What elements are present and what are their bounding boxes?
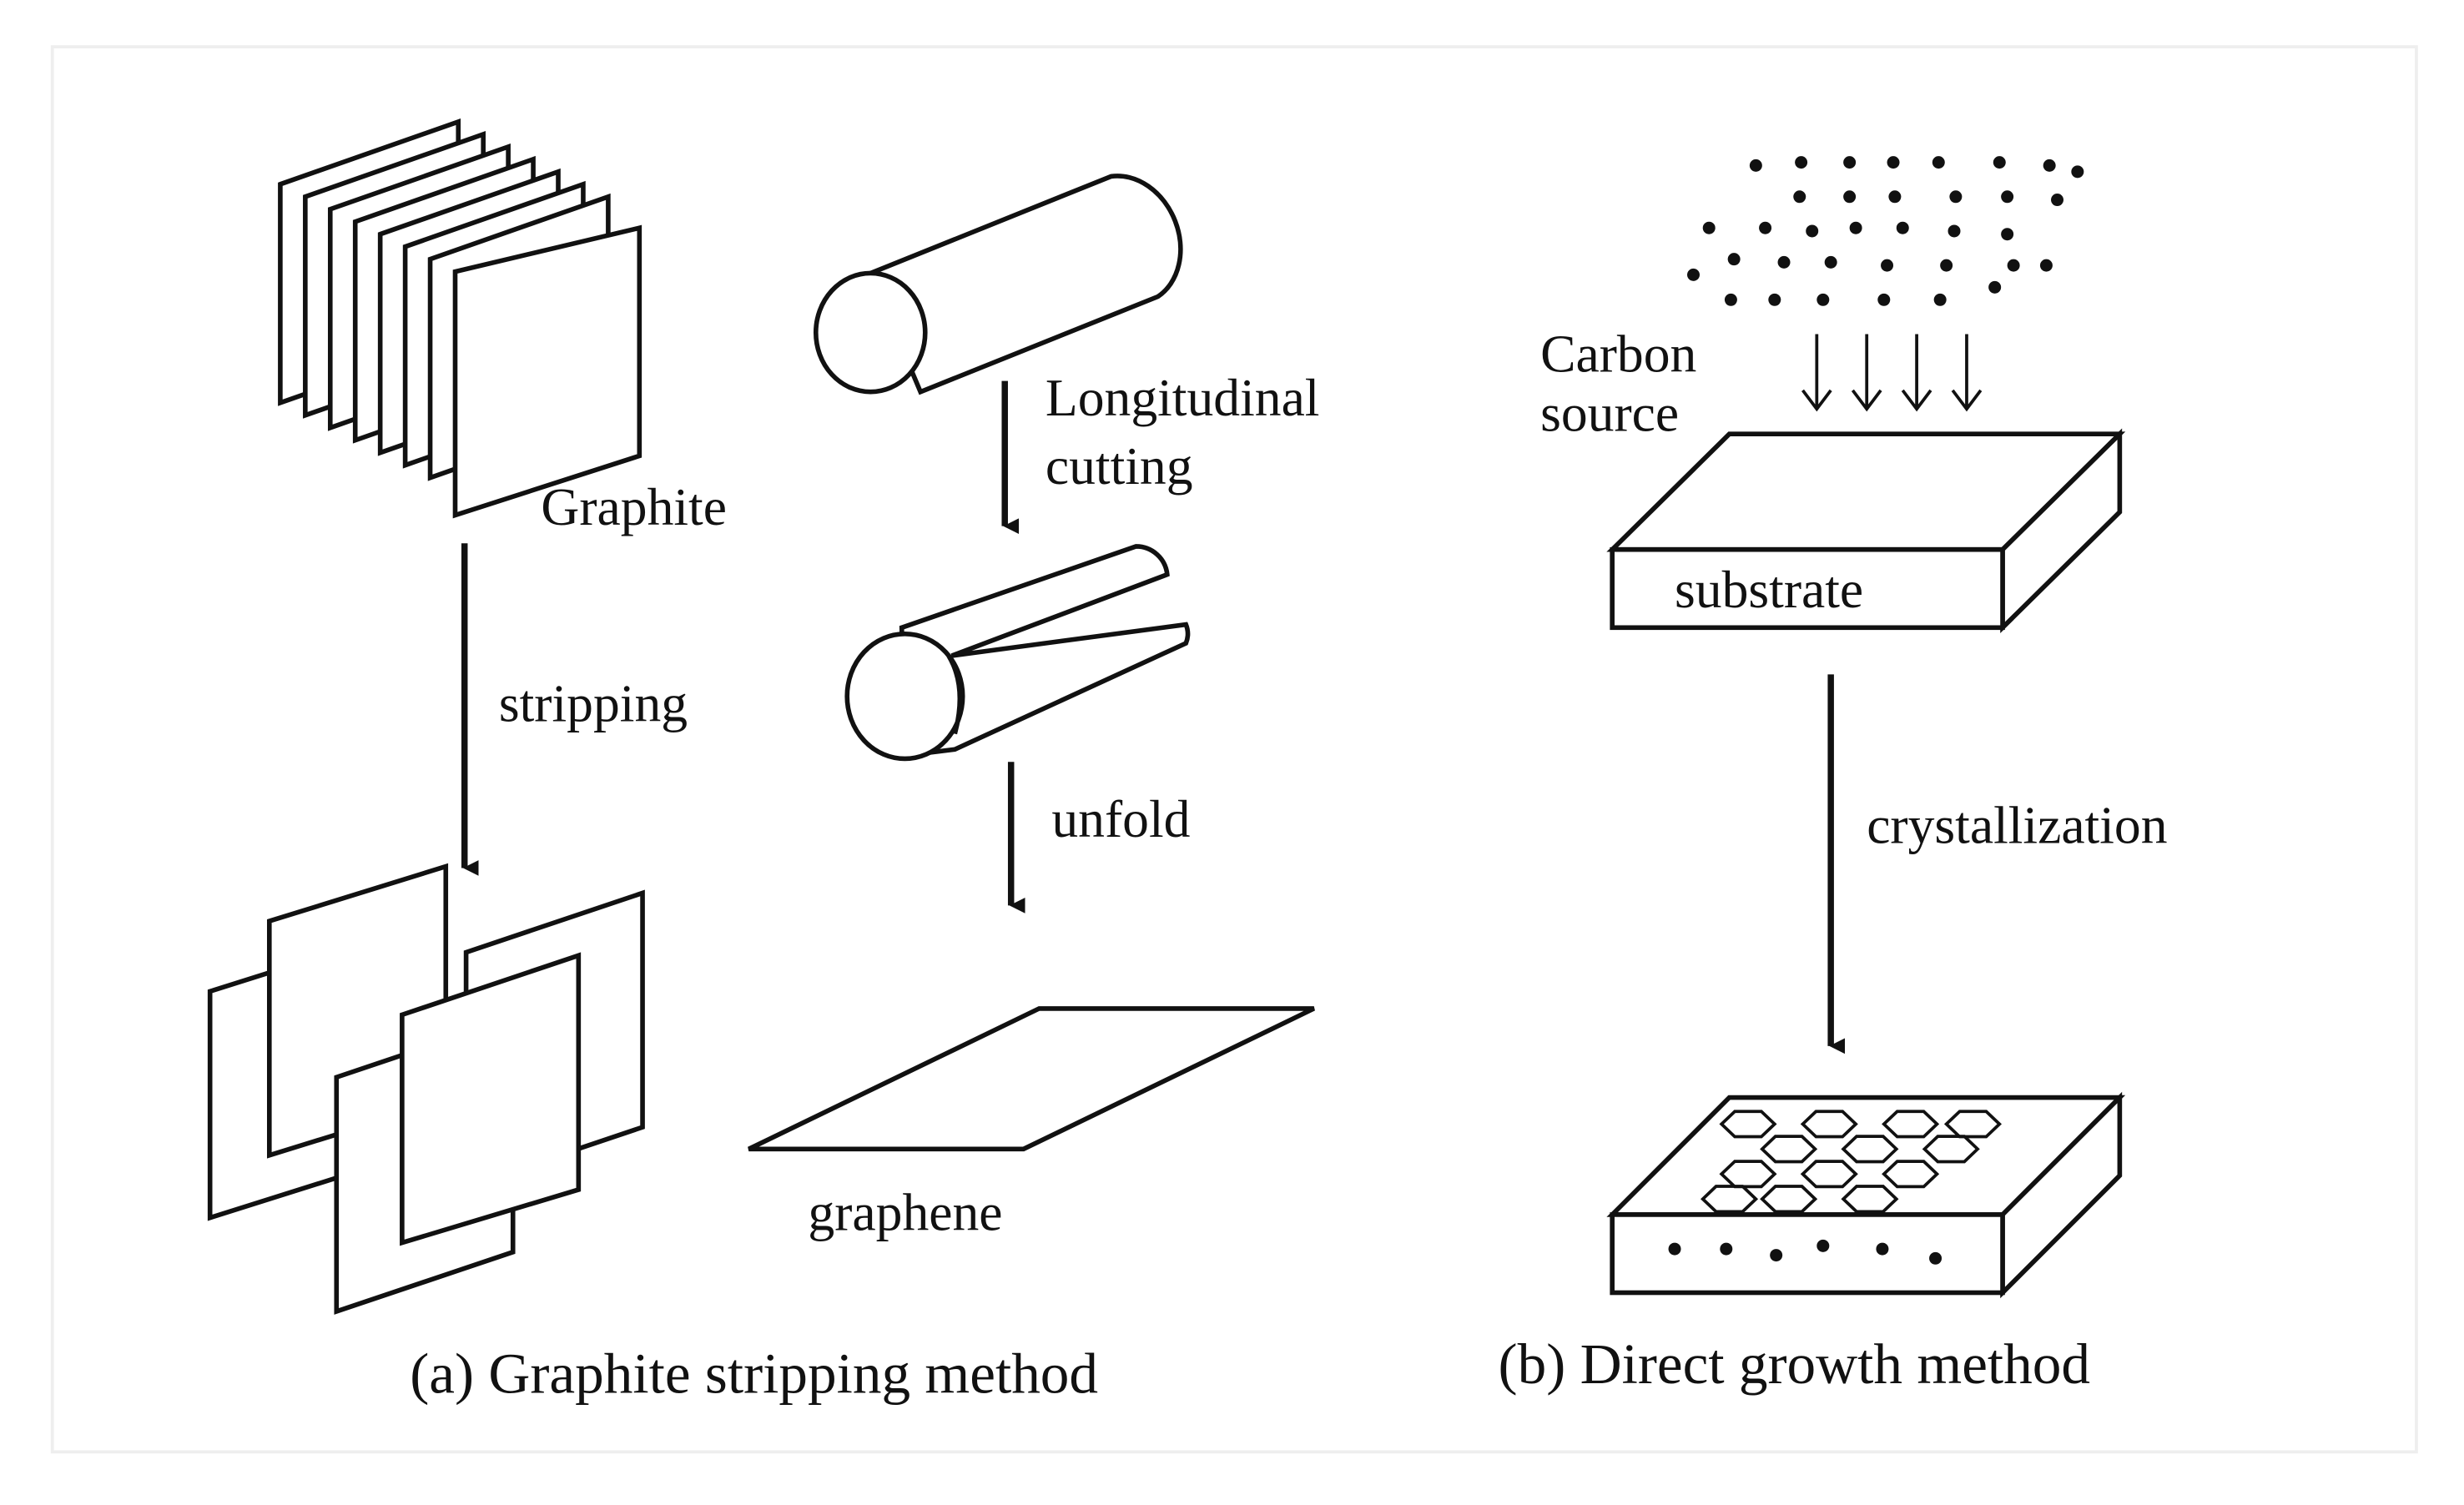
nanotube-cylinder	[813, 174, 1183, 395]
carbon-dot	[1896, 221, 1909, 234]
carbon-dot	[2007, 259, 2020, 272]
longitudinal-label: Longitudinal	[1046, 368, 1320, 427]
carbon-dot	[1988, 280, 2002, 294]
carbon-dot	[1777, 255, 1791, 269]
lattice-hexagon	[1800, 1160, 1858, 1189]
carbon-dot	[1793, 190, 1806, 204]
carbon-dot	[2001, 190, 2014, 204]
carbon-dot	[1933, 293, 1947, 306]
carbon-dot	[1849, 221, 1862, 234]
stripped-sheets	[207, 863, 645, 1315]
lattice-hexagon	[1701, 1185, 1759, 1214]
lattice-hexagon	[1760, 1185, 1818, 1214]
lattice-hexagon	[1719, 1110, 1777, 1139]
lattice-hexagon	[1882, 1110, 1940, 1139]
carbon-dot	[1887, 156, 1900, 169]
carbon-dot	[1806, 224, 1819, 238]
carbon-dot	[1702, 221, 1716, 234]
carbon-source-dots	[1687, 156, 2084, 306]
lattice-hexagon	[1841, 1185, 1899, 1214]
graphite-stack	[278, 118, 642, 519]
carbon-dot	[1932, 156, 1945, 169]
carbon-dot	[1948, 224, 1961, 238]
carbon-label: Carbon	[1540, 324, 1696, 383]
graphene-label: graphene	[808, 1183, 1002, 1242]
carbon-dot	[1888, 190, 1902, 204]
caption-b: (b) Direct growth method	[1499, 1331, 2090, 1396]
carbon-dot	[1759, 221, 1772, 234]
carbon-dot	[1749, 159, 1762, 172]
carbon-dot	[1727, 253, 1741, 266]
substrate-dots	[1668, 1239, 1942, 1265]
graphite-label: Graphite	[541, 477, 727, 536]
lattice-hexagon	[1719, 1160, 1777, 1189]
carbon-dot	[2051, 194, 2064, 207]
carbon-dot	[1768, 293, 1781, 306]
carbon-dot	[1843, 190, 1857, 204]
carbon-dot	[1795, 156, 1808, 169]
carbon-dot	[1843, 156, 1857, 169]
lattice-hexagon	[1760, 1135, 1818, 1164]
carbon-dot	[1824, 255, 1837, 269]
carbon-dot	[1881, 259, 1894, 272]
graphene-lattice	[1701, 1110, 2002, 1214]
cut-cylinder	[844, 544, 1191, 762]
lattice-hexagon	[1922, 1135, 1980, 1164]
carbon-dot	[1993, 156, 2006, 169]
carbon-dot	[1940, 259, 1953, 272]
carbon-dot	[1687, 268, 1700, 281]
carbon-dot	[2001, 228, 2014, 241]
carbon-dot	[2043, 159, 2056, 172]
crystallization-label: crystallization	[1867, 796, 2167, 855]
carbon-dot	[2039, 259, 2053, 272]
carbon-dot	[2071, 165, 2084, 179]
lattice-hexagon	[1943, 1110, 2002, 1139]
substrate-label: substrate	[1675, 560, 1863, 619]
source-label: source	[1540, 383, 1679, 442]
deposition-arrows	[1801, 334, 1983, 412]
carbon-dot	[1724, 293, 1737, 306]
carbon-dot	[1949, 190, 1963, 204]
carbon-dot	[1877, 293, 1891, 306]
lattice-hexagon	[1841, 1135, 1899, 1164]
graphene-sheet	[748, 1006, 1315, 1152]
crystallized-substrate	[1606, 1091, 2126, 1299]
unfold-label: unfold	[1051, 789, 1190, 848]
stripping-label: stripping	[499, 674, 688, 733]
caption-a: (a) Graphite stripping method	[410, 1341, 1098, 1405]
figure-frame	[50, 45, 2418, 1454]
cutting-label: cutting	[1046, 436, 1193, 496]
carbon-dot	[1817, 293, 1830, 306]
lattice-hexagon	[1882, 1160, 1940, 1189]
lattice-hexagon	[1800, 1110, 1858, 1139]
substrate-box	[1606, 428, 2126, 634]
